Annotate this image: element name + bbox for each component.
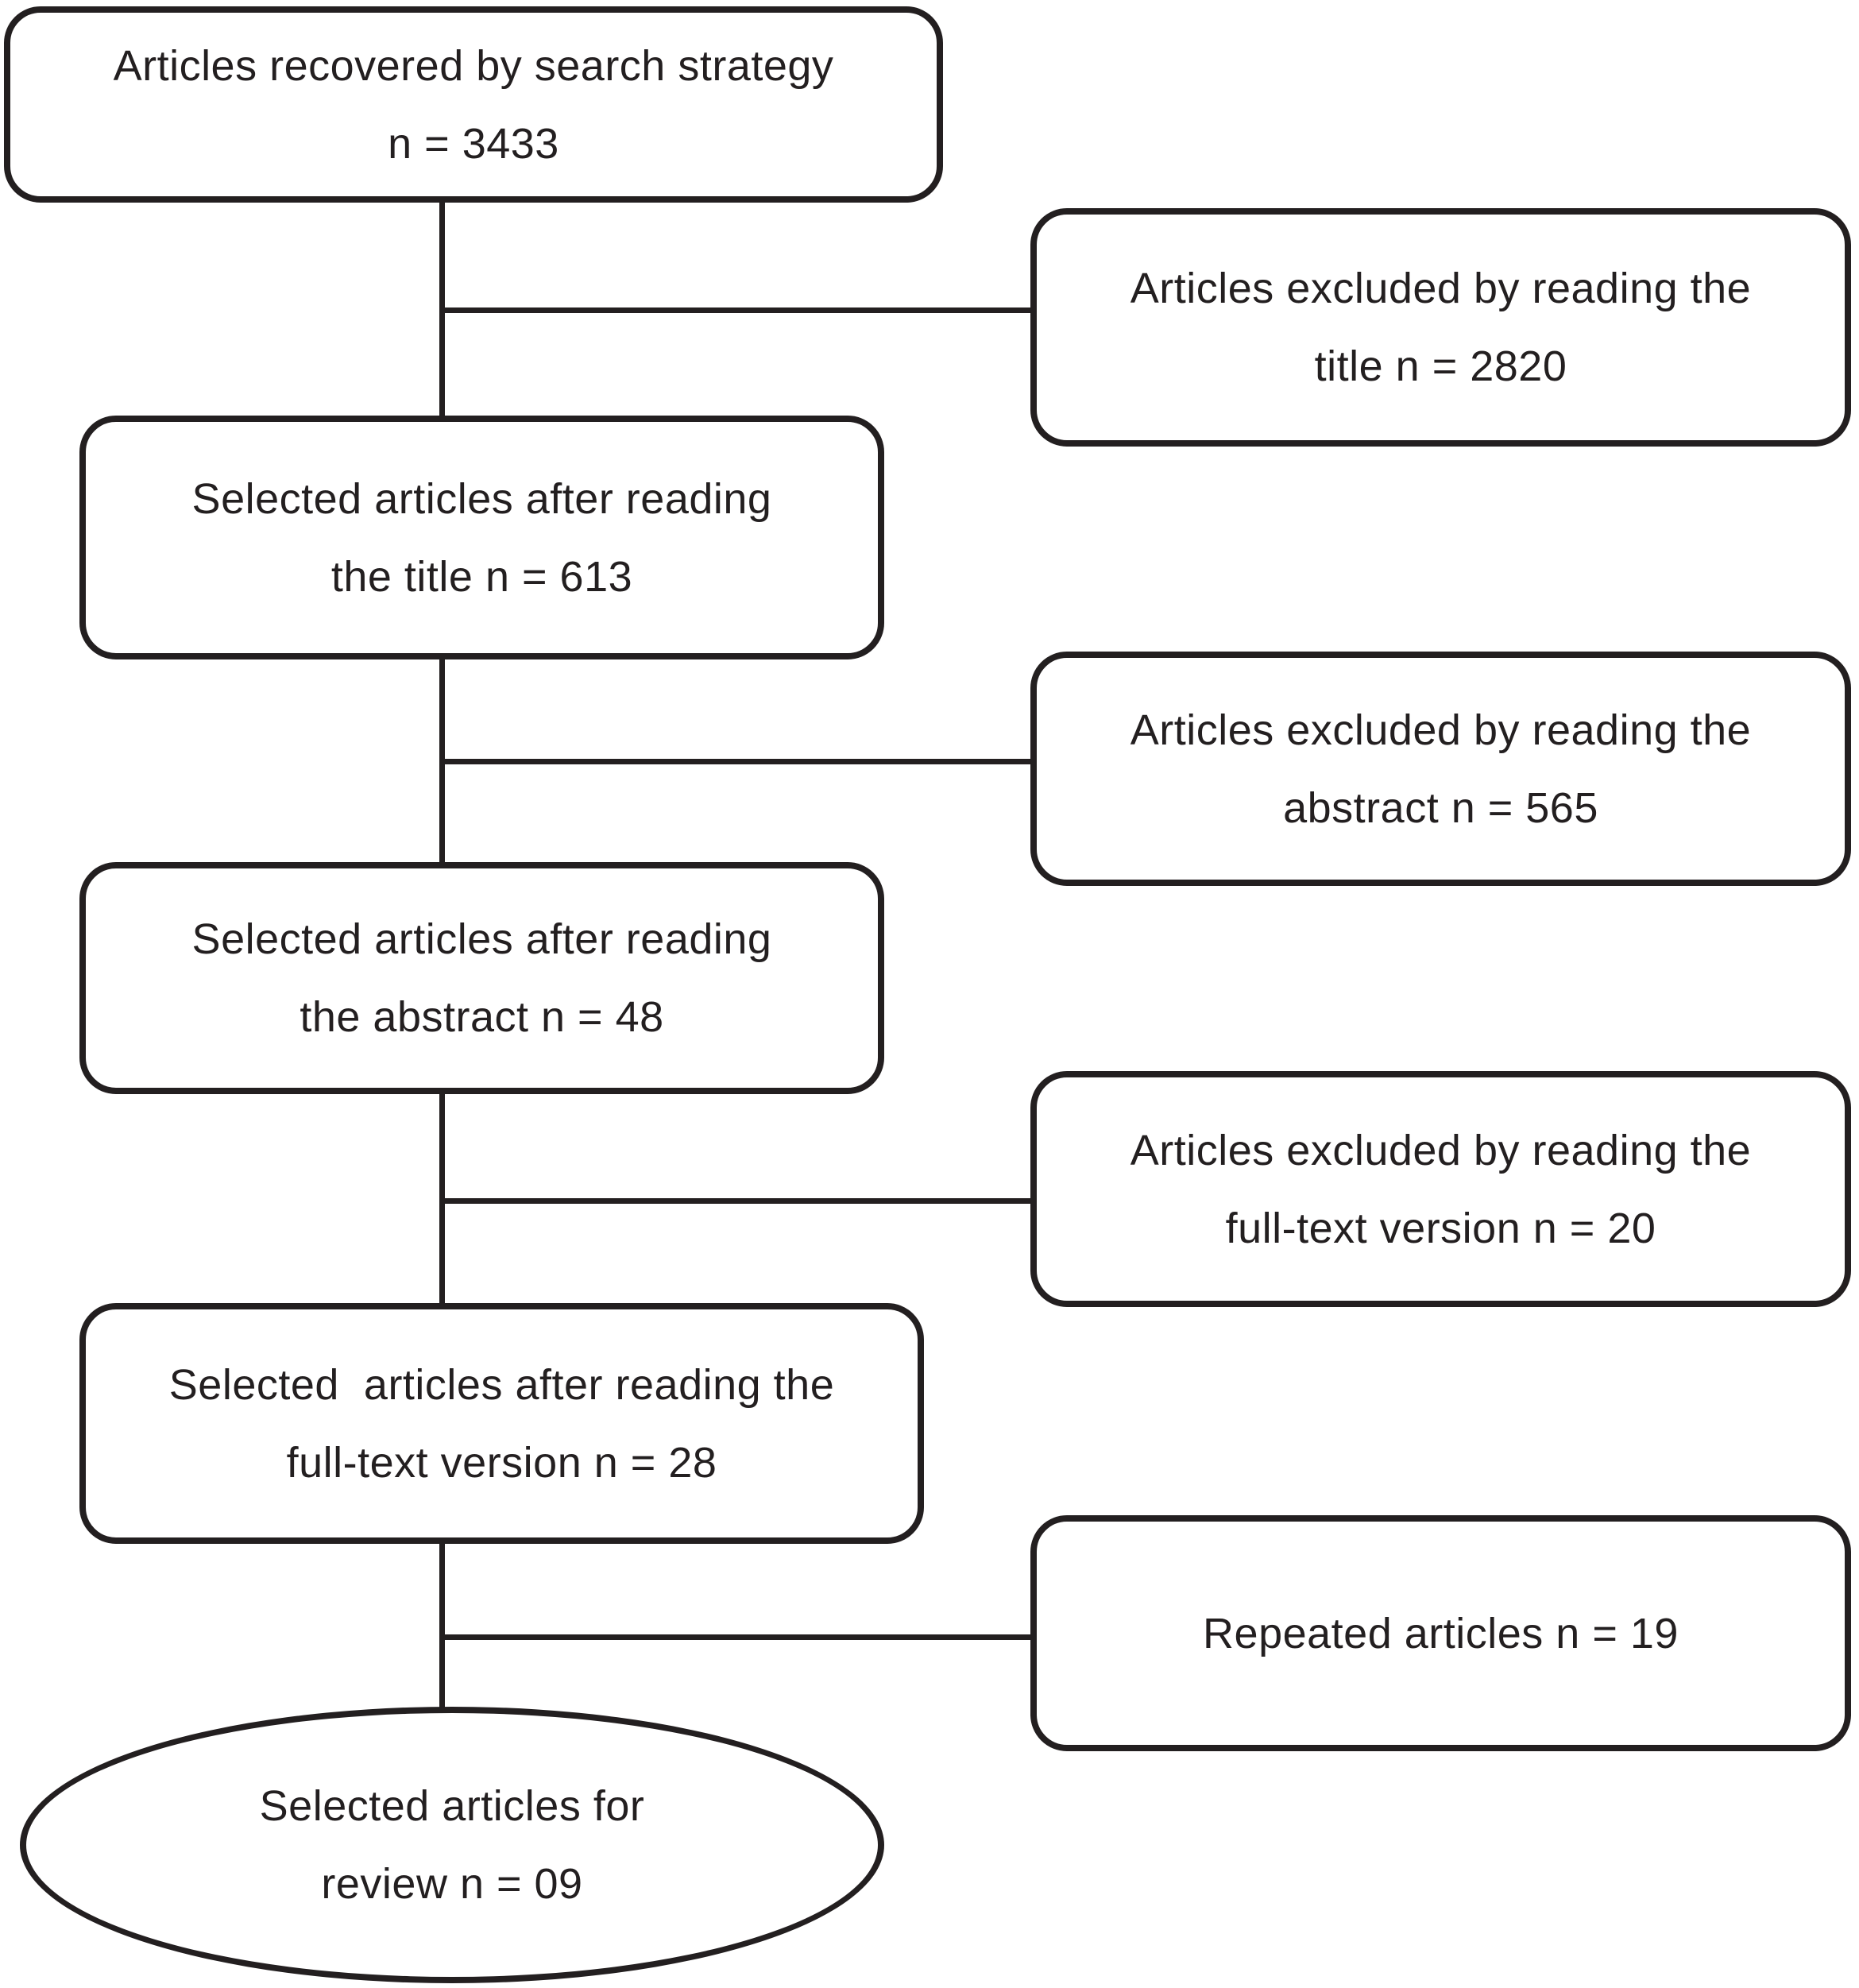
node-text-line: the title n = 613 bbox=[330, 552, 633, 601]
connector-branch-abstract bbox=[442, 759, 1035, 764]
node-text-line: Selected articles for bbox=[259, 1782, 645, 1830]
node-text-line: Selected articles after reading the bbox=[168, 1360, 835, 1409]
connector-branch-title bbox=[442, 307, 1035, 313]
node-text-line: abstract n = 565 bbox=[1283, 783, 1598, 832]
node-text-line: full-text version n = 28 bbox=[286, 1438, 717, 1487]
node-text-line: the abstract n = 48 bbox=[300, 993, 664, 1041]
flow-node-excluded-by-fulltext: Articles excluded by reading the full-te… bbox=[1030, 1071, 1851, 1307]
flow-node-selected-for-review: Selected articles for review n = 09 bbox=[20, 1707, 884, 1983]
node-text-line: Selected articles after reading bbox=[191, 915, 772, 963]
node-text-line: review n = 09 bbox=[321, 1860, 583, 1908]
node-text-line: n = 3433 bbox=[388, 119, 559, 168]
node-text-line: Articles excluded by reading the bbox=[1130, 1126, 1752, 1174]
connector-branch-fulltext bbox=[442, 1198, 1035, 1204]
node-text-line: full-text version n = 20 bbox=[1225, 1204, 1656, 1252]
node-text-line: Articles recovered by search strategy bbox=[113, 41, 834, 90]
node-text-line: Selected articles after reading bbox=[191, 474, 772, 523]
flow-node-repeated-articles: Repeated articles n = 19 bbox=[1030, 1515, 1851, 1751]
connector-trunk-4 bbox=[439, 1539, 445, 1719]
flow-node-selected-by-title: Selected articles after reading the titl… bbox=[79, 416, 884, 659]
flow-node-excluded-by-abstract: Articles excluded by reading the abstrac… bbox=[1030, 652, 1851, 886]
flow-node-recovered: Articles recovered by search strategy n … bbox=[4, 6, 943, 203]
flow-node-excluded-by-title: Articles excluded by reading the title n… bbox=[1030, 208, 1851, 447]
node-text-line: title n = 2820 bbox=[1314, 342, 1567, 390]
connector-branch-repeated bbox=[442, 1634, 1035, 1640]
flow-node-selected-by-abstract: Selected articles after reading the abst… bbox=[79, 862, 884, 1094]
node-text-line: Repeated articles n = 19 bbox=[1203, 1609, 1679, 1657]
node-text-line: Articles excluded by reading the bbox=[1130, 706, 1752, 754]
flow-node-selected-by-fulltext: Selected articles after reading the full… bbox=[79, 1303, 924, 1544]
node-text-line: Articles excluded by reading the bbox=[1130, 265, 1752, 312]
